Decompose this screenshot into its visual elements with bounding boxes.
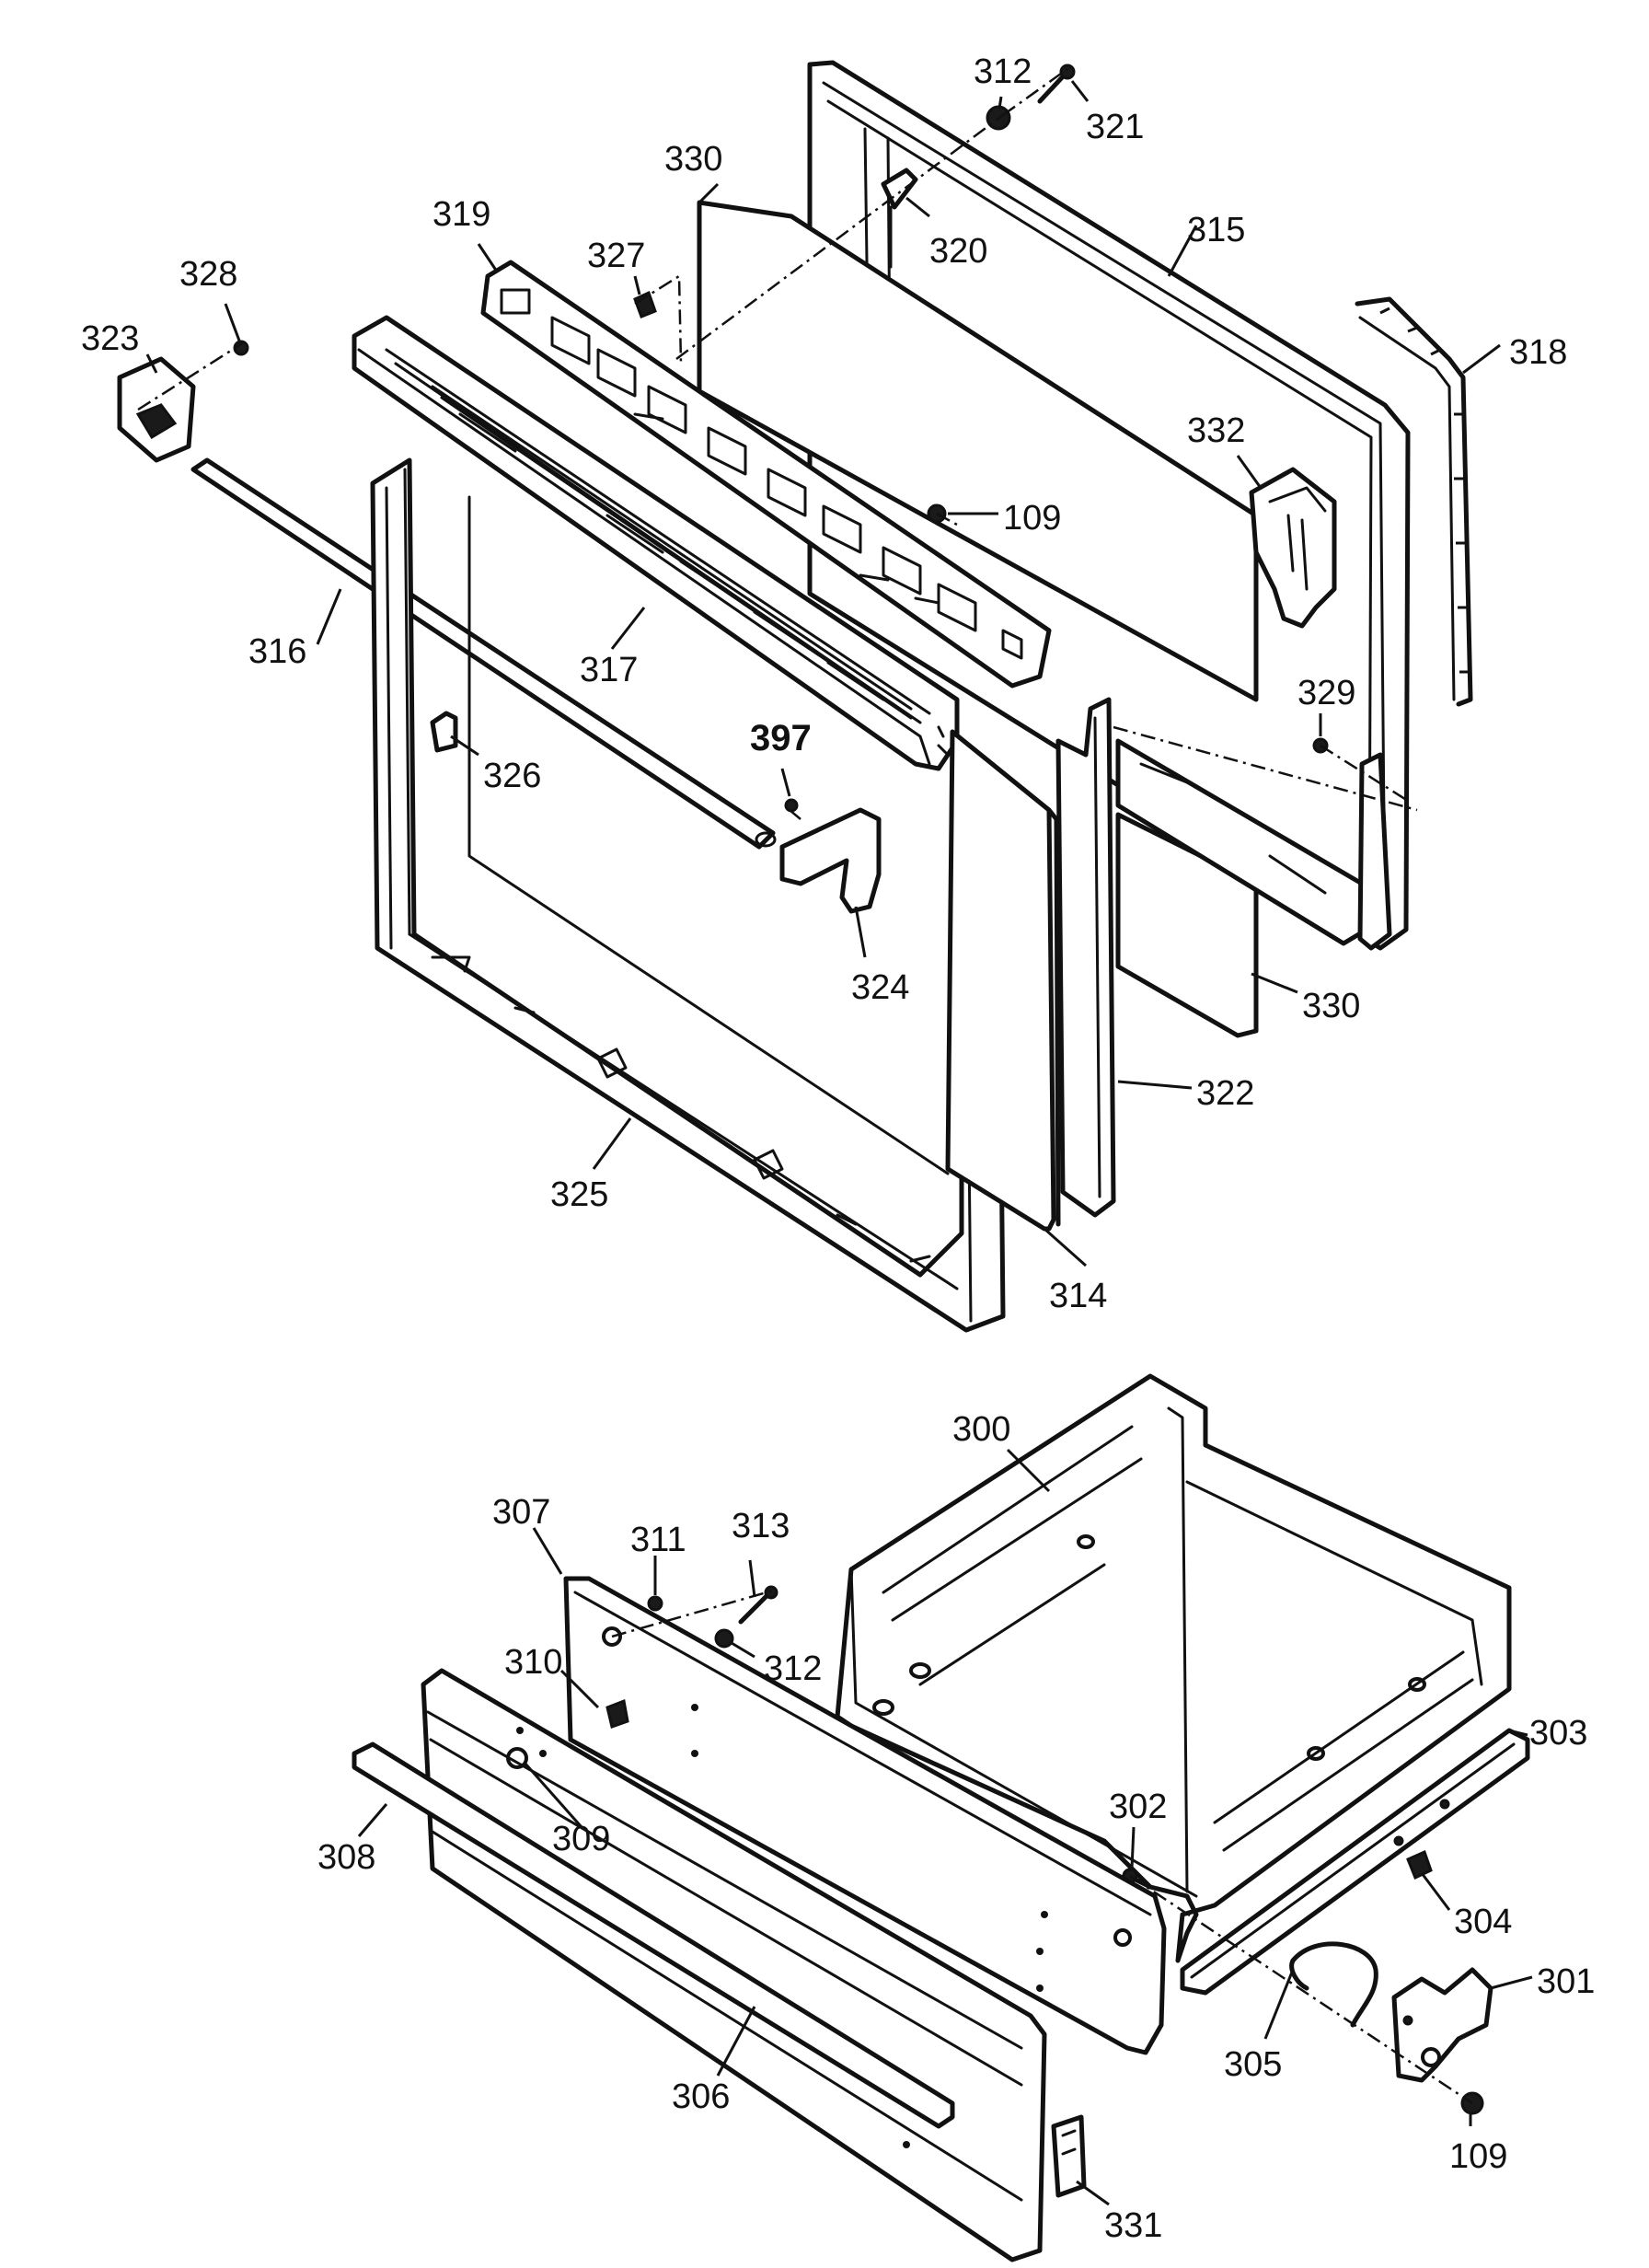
label-328: 328 [179, 255, 237, 294]
part-305-retaining-ring [1289, 1941, 1378, 2028]
part-316-long-rod [190, 457, 777, 850]
label-312-top: 312 [974, 52, 1032, 91]
label-314: 314 [1049, 1277, 1107, 1315]
part-332-hinge-bracket [1249, 467, 1337, 629]
part-318-gasket-strip [1355, 296, 1473, 707]
label-323: 323 [81, 319, 139, 358]
part-319-vented-trim-strip [480, 260, 1052, 688]
label-327: 327 [587, 237, 645, 275]
label-316: 316 [248, 632, 306, 671]
label-320: 320 [929, 232, 987, 271]
part-321-screw [1037, 64, 1076, 104]
label-321: 321 [1086, 108, 1144, 146]
label-303: 303 [1529, 1714, 1587, 1753]
label-310: 310 [504, 1643, 562, 1682]
part-304-roller [1406, 1849, 1433, 1880]
label-325: 325 [550, 1175, 608, 1214]
label-313: 313 [732, 1507, 790, 1545]
part-310-clip [605, 1698, 629, 1729]
part-317-vent-cap [352, 315, 960, 771]
part-324-bracket [779, 807, 882, 914]
label-397: 397 [750, 718, 812, 758]
label-315: 315 [1187, 211, 1245, 249]
part-326-clip [430, 711, 458, 753]
label-324: 324 [851, 968, 909, 1007]
label-301: 301 [1537, 1962, 1595, 2001]
label-307: 307 [492, 1493, 550, 1532]
label-109-top: 109 [1003, 499, 1061, 538]
label-332: 332 [1187, 411, 1245, 450]
part-300-drawer-body [835, 1373, 1512, 1963]
centerlines-upper [137, 67, 1418, 820]
part-397-screw [784, 798, 799, 813]
part-311-nut [647, 1595, 663, 1612]
part-314-glass-panel [945, 729, 1061, 1232]
label-326: 326 [483, 757, 541, 795]
label-306: 306 [672, 2077, 730, 2116]
label-330-bottom: 330 [1302, 987, 1360, 1025]
label-330-top: 330 [664, 140, 722, 179]
part-330-glass-panel-top [697, 200, 1259, 702]
label-109-bottom: 109 [1449, 2137, 1507, 2176]
part-312-nut-bottom [714, 1628, 734, 1649]
label-317: 317 [580, 651, 638, 689]
centerlines-lower [611, 1589, 1473, 2105]
leader-lines [145, 80, 1533, 2206]
label-302: 302 [1109, 1788, 1167, 1826]
part-313-screw [738, 1585, 778, 1625]
part-327-clip [633, 290, 657, 318]
part-hinge-channel [1115, 738, 1392, 951]
label-309: 309 [552, 1820, 610, 1858]
label-331: 331 [1104, 2206, 1162, 2245]
part-323-end-cap [117, 356, 196, 463]
label-304: 304 [1454, 1903, 1512, 1941]
label-318: 318 [1509, 333, 1567, 372]
label-305: 305 [1224, 2045, 1282, 2084]
label-319: 319 [432, 195, 490, 234]
label-312-bottom: 312 [764, 1649, 822, 1688]
part-306-drawer-front-panel [421, 1668, 1047, 2262]
part-301-hinge-plate [1391, 1967, 1493, 2083]
label-329: 329 [1297, 674, 1355, 712]
part-307-drawer-inner-panel [563, 1576, 1167, 2055]
part-308-handle-bar [352, 1742, 955, 2129]
label-311: 311 [630, 1521, 686, 1559]
label-300: 300 [952, 1410, 1010, 1449]
label-308: 308 [317, 1838, 375, 1877]
part-322-side-rail [1055, 697, 1116, 1218]
label-322: 322 [1196, 1074, 1254, 1113]
callout-labels: 312 321 330 320 315 319 327 328 323 318 … [81, 52, 1595, 2245]
